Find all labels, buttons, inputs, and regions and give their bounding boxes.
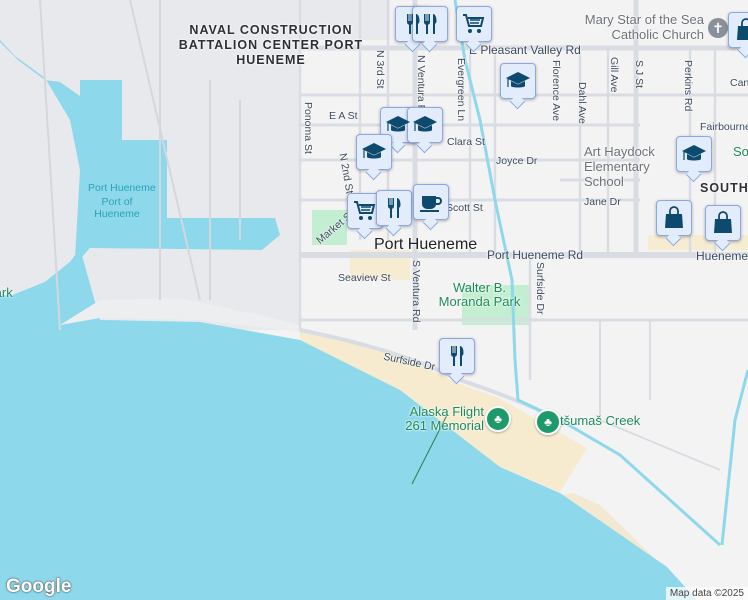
marker-cafe[interactable]	[413, 184, 449, 220]
naval-base-north	[300, 0, 390, 40]
street-n3rd: N 3rd St	[374, 50, 386, 89]
city-label: Port Hueneme	[374, 236, 478, 253]
restaurant-icon	[451, 346, 464, 366]
memorial-line	[411, 414, 448, 485]
street-seaview: Seaview St	[338, 272, 391, 284]
marker-school[interactable]	[676, 136, 712, 172]
school-icon	[506, 72, 530, 88]
coast-strip	[60, 298, 300, 332]
memorial-label: Alaska Flight 261 Memorial	[405, 404, 484, 433]
street-fairbourne: Fairbourne	[700, 121, 748, 133]
park-label-so: So	[733, 144, 748, 159]
church-label: Mary Star of the Sea Catholic Church	[584, 12, 704, 42]
google-logo[interactable]: Google	[6, 576, 72, 597]
street-jane: Jane Dr	[584, 196, 621, 208]
cafe-icon	[420, 196, 442, 212]
marker-grocery[interactable]	[456, 6, 492, 42]
creek-label: tšumaš Creek	[560, 413, 641, 428]
street-s-ventura: S Ventura Rd	[410, 260, 422, 323]
school-icon	[386, 116, 410, 132]
street-surfside-vertical: Surfside Dr	[534, 262, 546, 315]
marker-grocery[interactable]	[347, 193, 383, 229]
water-label-port-of-hueneme: Port of Hueneme	[94, 196, 140, 220]
park-moranda-area	[462, 285, 530, 325]
map-attribution[interactable]: Map data ©2025	[665, 587, 748, 600]
shopping-bag-icon	[714, 211, 732, 233]
street-hueneme-rd: Hueneme Rd	[696, 249, 748, 263]
street-florence: Florence Ave	[550, 60, 562, 122]
street-pleasant-valley: E Pleasant Valley Rd	[469, 43, 581, 57]
park-pin-creek[interactable]: ♣	[535, 409, 561, 435]
street-evergreen: Evergreen Ln	[455, 58, 467, 122]
marker-school[interactable]	[356, 134, 392, 170]
street-perkins: Perkins Rd	[682, 60, 694, 112]
street-dahl: Dahl Ave	[576, 82, 588, 124]
school-icon	[682, 145, 706, 161]
restaurant-icon	[388, 198, 401, 218]
park-label-moranda: Walter B. Moranda Park	[438, 280, 521, 309]
street-port-hueneme-rd: Port Hueneme Rd	[487, 248, 584, 262]
south-label: SOUTH	[700, 181, 748, 195]
creek-east	[720, 369, 748, 546]
beach	[300, 330, 587, 492]
street-gill: Gill Ave	[608, 57, 620, 93]
shopping-bag-icon	[665, 206, 683, 228]
marker-school[interactable]	[380, 107, 416, 143]
street-scott: Scott St	[446, 202, 483, 214]
street-sj: S J St	[633, 60, 645, 89]
marker-shopping[interactable]	[728, 12, 748, 48]
shopping-bag-icon	[737, 18, 748, 40]
marker-school[interactable]	[407, 107, 443, 143]
marker-restaurant[interactable]	[439, 338, 475, 374]
restaurant-icon	[424, 14, 437, 34]
park-label-left: Park	[0, 285, 13, 300]
cant-label: Cant	[730, 77, 748, 89]
creek	[453, 0, 722, 547]
marker-restaurant[interactable]	[412, 6, 448, 42]
park-area	[312, 210, 347, 245]
street-clara: Clara St	[447, 136, 485, 148]
grocery-icon	[463, 14, 485, 33]
street-joyce: Joyce Dr	[496, 155, 538, 167]
school-icon	[413, 116, 437, 132]
school-icon	[362, 143, 386, 159]
marker-shopping[interactable]	[705, 205, 741, 241]
restaurant-icon	[407, 14, 420, 34]
street-ponoma: Ponoma St	[302, 102, 314, 154]
water-label-port-hueneme: Port Hueneme	[88, 182, 156, 194]
school-label: Art Haydock Elementary School	[584, 144, 655, 189]
street-n-ventura: N Ventura Rd	[415, 55, 427, 119]
marker-shopping[interactable]	[656, 200, 692, 236]
ocean	[0, 248, 697, 600]
street-ea: E A St	[329, 110, 358, 122]
naval-base-label: NAVAL CONSTRUCTION BATTALION CENTER PORT…	[178, 23, 364, 67]
grocery-icon	[354, 201, 376, 220]
park-pin-memorial[interactable]: ♣	[485, 406, 511, 432]
church-icon[interactable]: ✝	[708, 18, 728, 38]
marker-school[interactable]	[500, 63, 536, 99]
marker-restaurant[interactable]	[376, 190, 412, 226]
